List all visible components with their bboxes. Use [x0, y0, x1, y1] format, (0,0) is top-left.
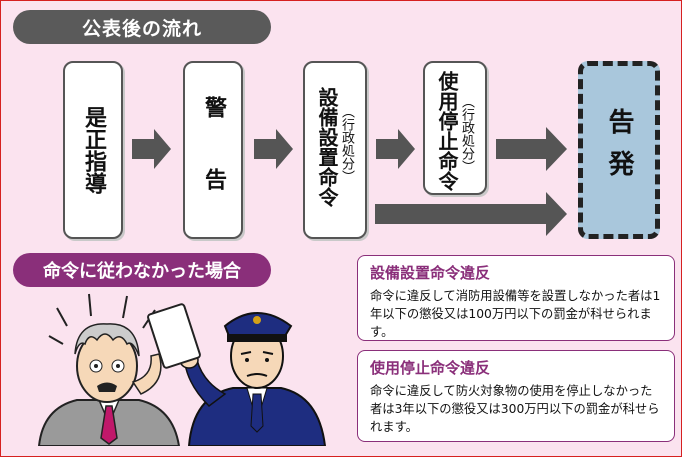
step-label: 是正指導 — [81, 106, 106, 194]
order-document — [147, 303, 201, 369]
step-label: 使用停止命令 — [435, 71, 459, 191]
step-installation-order: 設備設置命令 （行政処分） — [303, 61, 367, 239]
note-body: 命令に違反して消防用設備等を設置しなかった者は1年以下の懲役又は100万円以下の… — [370, 289, 661, 339]
note-title: 使用停止命令違反 — [370, 359, 491, 377]
surprised-man-figure — [37, 293, 181, 446]
arrow-1-2 — [132, 129, 171, 169]
final-label: 告発 — [604, 108, 634, 192]
arrow-3-final — [375, 192, 567, 236]
header-title: 公表後の流れ — [13, 10, 271, 44]
step-label: 警 告 — [201, 96, 226, 204]
police-officer-figure — [179, 312, 327, 446]
note-body: 命令に違反して防火対象物の使用を停止しなかった者は3年以下の懲役又は300万円以… — [370, 384, 660, 434]
step-warning: 警 告 — [183, 61, 243, 239]
step-label: 設備設置命令 — [315, 87, 339, 207]
arrow-3-4 — [376, 129, 415, 169]
step-sub-label: （行政処分） — [459, 95, 474, 173]
officer-order-illustration — [37, 293, 327, 446]
arrow-2-3 — [254, 129, 293, 169]
step-sub-label: （行政処分） — [339, 105, 354, 183]
step-correction-guidance: 是正指導 — [63, 61, 123, 239]
arrow-4-final — [496, 127, 567, 171]
case-title: 命令に従わなかった場合 — [13, 253, 271, 287]
step-use-suspension-order: 使用停止命令 （行政処分） — [423, 61, 487, 195]
use-suspension-violation-note: 使用停止命令違反 命令に違反して防火対象物の使用を停止しなかった者は3年以下の懲… — [357, 350, 675, 442]
final-step-prosecution: 告発 — [578, 61, 660, 239]
installation-order-violation-note: 設備設置命令違反 命令に違反して消防用設備等を設置しなかった者は1年以下の懲役又… — [357, 255, 675, 341]
note-title: 設備設置命令違反 — [370, 264, 491, 282]
